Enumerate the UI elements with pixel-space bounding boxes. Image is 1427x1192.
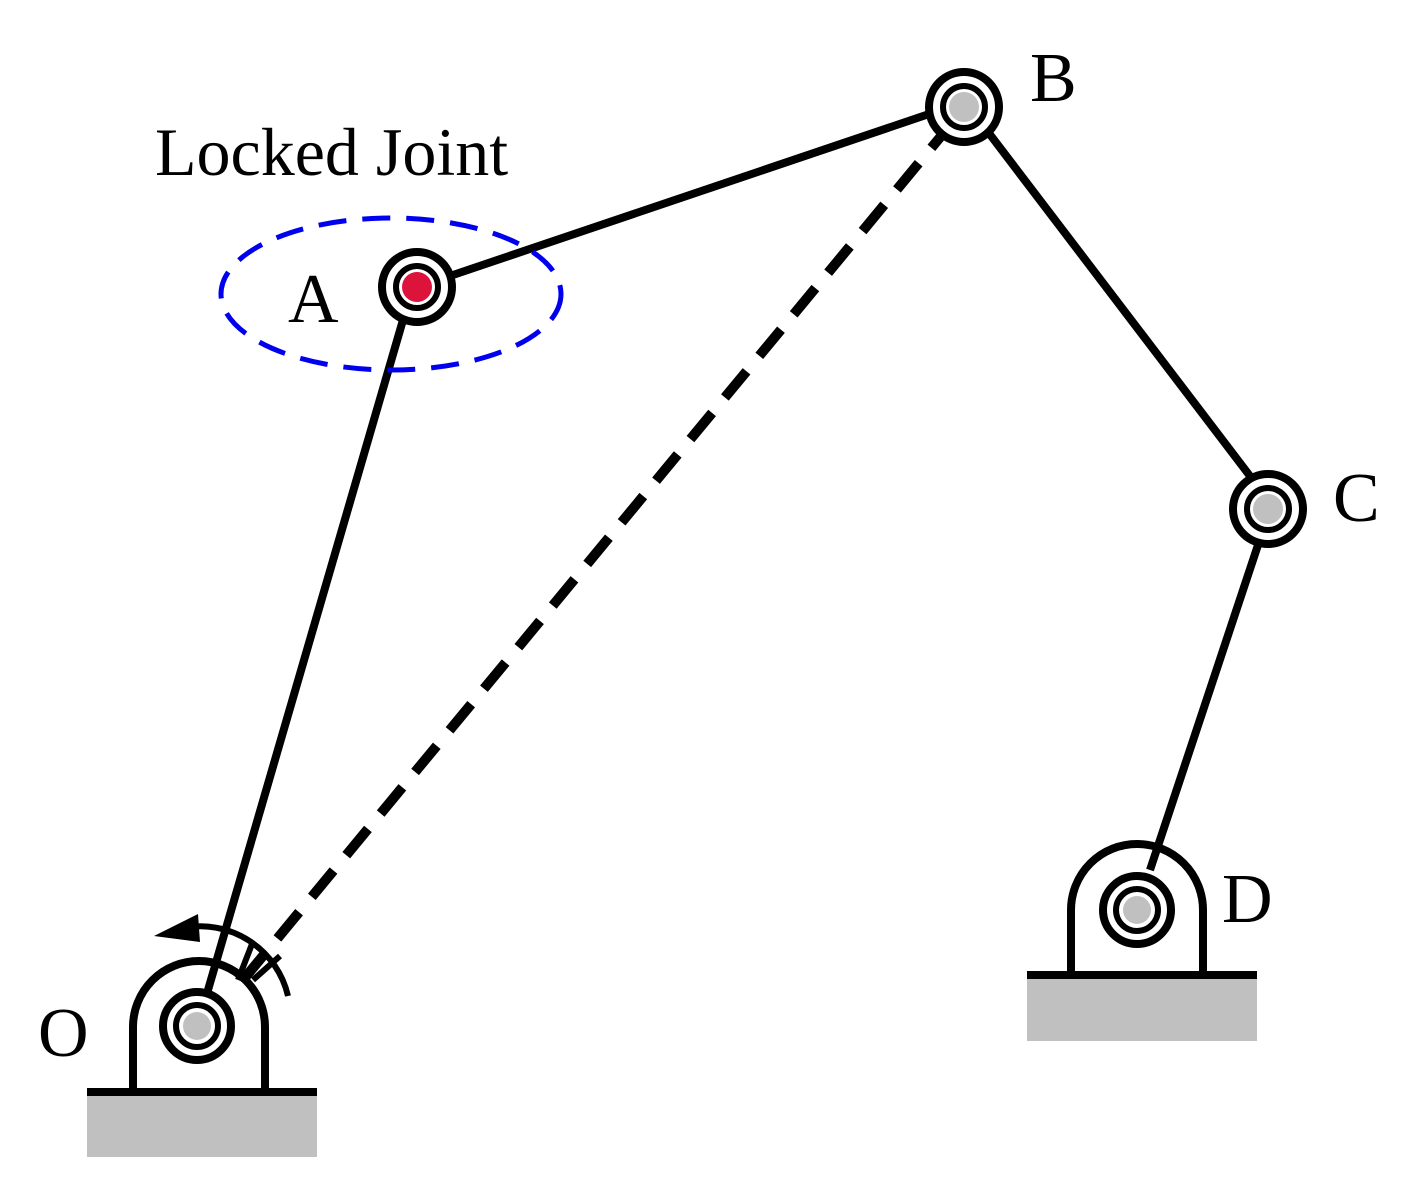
link-oa [204, 318, 407, 992]
joint-a [378, 248, 456, 326]
joint-o [159, 988, 235, 1064]
joint-b [925, 68, 1003, 146]
locked-joint-outline [218, 215, 564, 373]
joint-b-label: B [1030, 40, 1077, 117]
joint-d [1099, 872, 1175, 948]
locked-joint-label: Locked Joint [155, 114, 508, 190]
joint-o-label: O [38, 995, 89, 1072]
link-cd [1146, 543, 1262, 872]
ground-base-o [87, 1092, 317, 1157]
link-ab [448, 108, 937, 280]
joint-a-label: A [288, 261, 339, 338]
rotation-arrowhead [154, 914, 200, 942]
joint-c-label: C [1333, 460, 1380, 537]
rotation-arc [182, 923, 291, 997]
angle-tick-2 [251, 953, 282, 983]
link-ob-dashed [239, 131, 946, 984]
ground-base-d [1027, 975, 1257, 1041]
link-bc [981, 125, 1257, 483]
angle-tick-1 [235, 942, 255, 982]
joint-d-label: D [1222, 861, 1273, 938]
joint-c [1229, 470, 1307, 548]
